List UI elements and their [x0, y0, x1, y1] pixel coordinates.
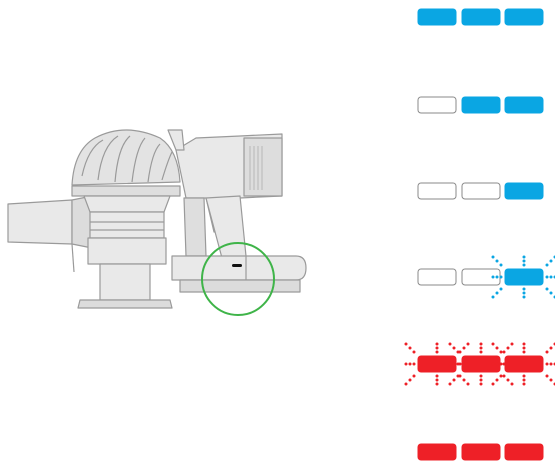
battery-segment [417, 8, 457, 26]
battery-segment [504, 443, 544, 461]
state-row-full [417, 8, 544, 26]
battery-led-slot [232, 264, 242, 267]
battery-segment [461, 443, 501, 461]
battery-segment [417, 355, 457, 373]
battery-segment [417, 96, 457, 114]
battery-segment [504, 96, 544, 114]
battery-segment [417, 182, 457, 200]
battery-segment [417, 268, 457, 286]
battery-segment [417, 443, 457, 461]
flash-rays [491, 255, 555, 299]
battery-segment [504, 268, 544, 286]
battery-segment [461, 96, 501, 114]
state-row-fault-solid [417, 443, 544, 461]
state-row-low-flashing [417, 255, 555, 299]
battery-segment [504, 355, 544, 373]
battery-segment [461, 182, 501, 200]
battery-segment [504, 182, 544, 200]
battery-segment [461, 8, 501, 26]
highlight-ring [201, 242, 275, 316]
state-row-one-third [417, 182, 544, 200]
state-row-fault-flashing [404, 342, 555, 386]
battery-segment [504, 8, 544, 26]
state-row-two-thirds [417, 96, 544, 114]
